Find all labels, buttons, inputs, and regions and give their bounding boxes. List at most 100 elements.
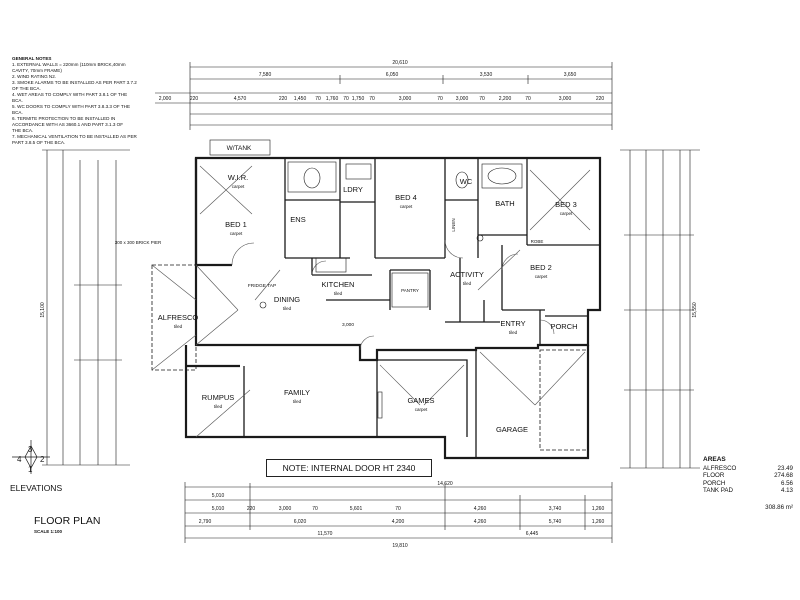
dim-right-overall: 15,550 [692, 302, 698, 318]
dim-top2: 220 [190, 96, 199, 102]
room-label-family: FAMILY [284, 388, 310, 397]
dim-top2: 70 [315, 96, 321, 102]
room-sub-bed2: carpet [535, 274, 548, 279]
room-label-pantry: PANTRY [401, 288, 419, 293]
dim-top2: 4,570 [234, 96, 247, 102]
compass-e: 2 [40, 455, 45, 464]
room-sub-bed1: carpet [230, 231, 243, 236]
areas-row-value: 4.13 [780, 486, 793, 494]
dim-bottom: 5,010 [212, 493, 225, 499]
room-sub-activity: tiled [463, 281, 472, 286]
dim-bottom: 3,000 [279, 506, 292, 512]
room-label-rumpus: RUMPUS [202, 393, 235, 402]
floor-plan-scale: SCALE 1:100 [34, 529, 63, 534]
areas-heading: AREAS [703, 456, 726, 463]
areas-row-value: 23.49 [777, 465, 793, 472]
kitchen-dim-label: 3,000 [342, 322, 354, 328]
dim-bottom: 70 [312, 506, 318, 512]
room-label-bed4: BED 4 [395, 193, 417, 202]
dim-overall-bottom: 19,810 [392, 543, 408, 549]
areas-row-label: PORCH [703, 479, 726, 487]
areas-table: AREAS ALFRESCO 23.49 FLOOR 274.68 PORCH … [703, 456, 793, 511]
dim-top2: 70 [479, 96, 485, 102]
note-line: 4. WET AREAS TO COMPLY WITH PART 3.8.1 O… [12, 92, 128, 97]
room-label-alfresco: ALFRESCO [158, 313, 199, 322]
note-line: 2. WIND RATING N2. [12, 74, 57, 79]
dim-top2: 3,000 [559, 96, 572, 102]
note-line: PART 3.8.5 OF THE BCA. [12, 140, 66, 145]
note-line: CAVITY, 70mm FRAME) [12, 68, 62, 73]
notes-heading: GENERAL NOTES [12, 56, 52, 61]
areas-row-label: TANK PAD [703, 486, 734, 494]
room-sub-games: carpet [415, 407, 428, 412]
room-label-ldry: LDRY [343, 185, 363, 194]
dim-bottom: 4,200 [392, 519, 405, 525]
room-sub-family: tiled [293, 399, 302, 404]
dim-bottom: 6,445 [526, 531, 539, 537]
dim-top-4: 3,650 [564, 72, 577, 78]
garage-roof-outline [539, 349, 589, 451]
fridge-tap-label: FRIDGE TAP [248, 283, 276, 289]
note-line: 6. TERMITE PROTECTION TO BE INSTALLED IN [12, 116, 116, 121]
note-line: THE BCA. [12, 128, 34, 133]
areas-row: ALFRESCO 23.49 [703, 465, 793, 472]
dim-top2: 70 [437, 96, 443, 102]
dim-bottom: 5,010 [212, 506, 225, 512]
room-sub-alfresco: tiled [174, 324, 183, 329]
room-label-activity: ACTIVITY [450, 270, 484, 279]
compass-n: 3 [28, 445, 33, 454]
dim-top2: 1,750 [352, 96, 365, 102]
areas-row-label: FLOOR [703, 472, 725, 480]
room-sub-rumpus: tiled [214, 404, 223, 409]
dim-bottom: 70 [395, 506, 401, 512]
dim-top2: 1,450 [294, 96, 307, 102]
room-sub-wir: carpet [232, 184, 245, 189]
dim-bottom: 1,260 [592, 506, 605, 512]
note-line: ACCORDANCE WITH AS 3660.1 AND PART 3.1.3… [12, 122, 124, 127]
dim-top2: 3,000 [456, 96, 469, 102]
room-label-linen: LINEN [451, 218, 456, 231]
floor-plan-title: FLOOR PLAN [34, 515, 101, 527]
elevations-label: ELEVATIONS [10, 483, 63, 493]
room-label-bed1: BED 1 [225, 220, 247, 229]
room-sub-kitchen: tiled [334, 291, 343, 296]
dim-bottom: 4,260 [474, 506, 487, 512]
internal-door-note: NOTE: INTERNAL DOOR HT 2340 [266, 459, 432, 477]
note-line: BCA. [12, 110, 23, 115]
dim-top-2: 6,050 [386, 72, 399, 78]
dim-top2: 2,000 [159, 96, 172, 102]
areas-total: 308.86 m² [765, 504, 793, 512]
dim-overall-top: 20,610 [392, 60, 408, 66]
dim-bottom: 4,260 [474, 519, 487, 525]
lower-walls [184, 345, 590, 460]
room-label-ens: ENS [290, 215, 305, 224]
dim-bottom: 1,260 [592, 519, 605, 525]
dim-bottom: 5,740 [549, 519, 562, 525]
areas-row: PORCH 6.56 [703, 480, 793, 487]
dim-top2: 220 [279, 96, 288, 102]
room-label-robe: ROBE [531, 239, 544, 244]
room-label-wir: W.I.R. [228, 173, 248, 182]
areas-row-value: 6.56 [780, 479, 793, 487]
room-label-bed3: BED 3 [555, 200, 577, 209]
areas-row: TANK PAD 4.13 [703, 487, 793, 494]
brick-pier-label: 300 x 300 BRICK PIER [115, 240, 162, 245]
room-sub-bed4: carpet [400, 204, 413, 209]
room-label-kitchen: KITCHEN [322, 280, 355, 289]
room-label-garage: GARAGE [496, 425, 528, 434]
room-label-wtank: W/TANK [227, 145, 252, 152]
light-fixture-icon [259, 301, 267, 309]
dim-top2: 3,000 [399, 96, 412, 102]
dim-bottom: 2,790 [199, 519, 212, 525]
room-label-dining: DINING [274, 295, 300, 304]
room-sub-entry: tiled [509, 330, 518, 335]
dim-top2: 220 [596, 96, 605, 102]
dim-bottom: 5,601 [350, 506, 363, 512]
note-line: 1. EXTERNAL WALLS = 220mm (110mm BRICK,4… [12, 62, 126, 67]
areas-row: FLOOR 274.68 [703, 472, 793, 479]
elevation-compass [12, 440, 50, 474]
room-sub-bed3: carpet [560, 211, 573, 216]
dim-top2: 70 [369, 96, 375, 102]
dim-bottom: 220 [247, 506, 256, 512]
dim-top2: 70 [525, 96, 531, 102]
